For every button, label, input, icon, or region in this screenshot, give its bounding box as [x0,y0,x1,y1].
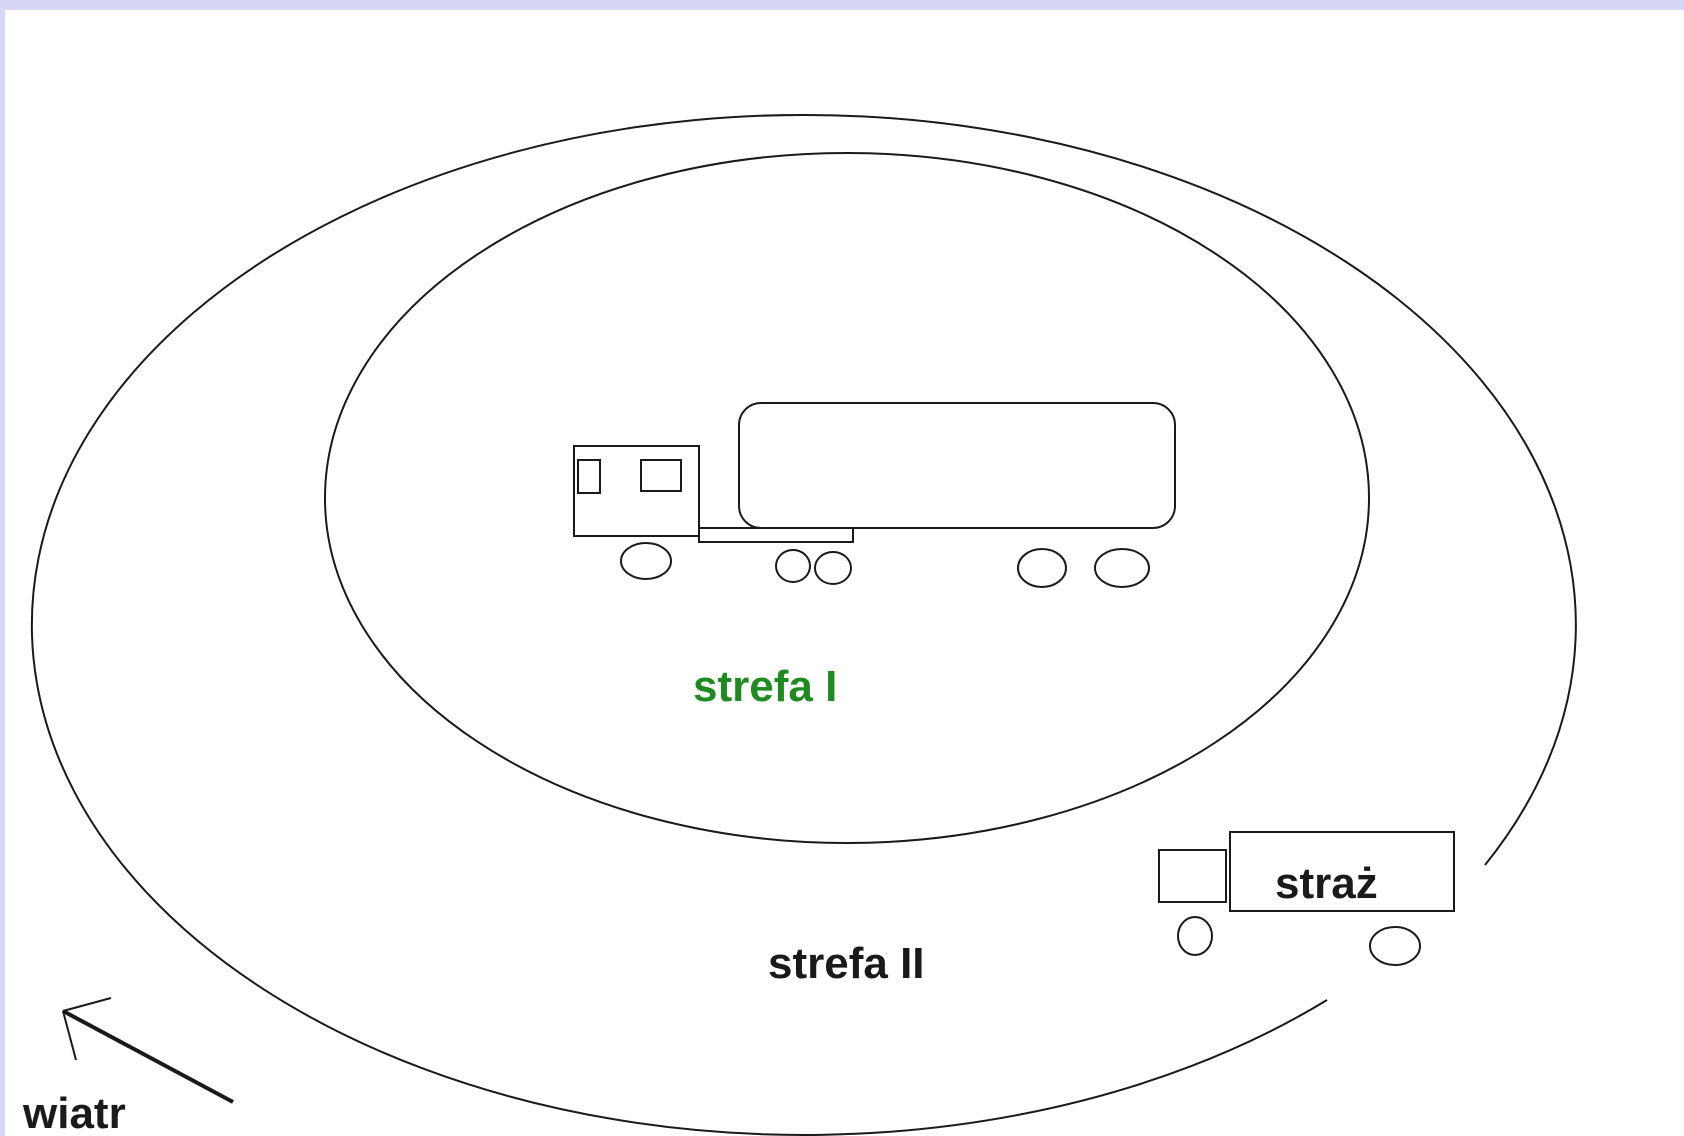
tanker-cab [573,445,700,537]
tanker-cab-window-left [577,459,601,494]
fire-truck-wheel [1369,926,1421,966]
wind-label: wiatr [22,1089,126,1136]
tanker-truck [573,402,1176,588]
tanker-wheel [1094,548,1150,588]
tanker-wheel [814,551,852,585]
fire-brigade-label: straż [1275,859,1378,908]
wind-arrow-head [62,997,112,1012]
tanker-tank [738,402,1176,529]
outer-zone-boundary [30,113,1577,1136]
tanker-cab-window-right [640,459,682,492]
tanker-wheel [1017,548,1067,588]
tanker-wheel [775,549,811,583]
zone-inner-label: strefa I [693,662,837,711]
tanker-chassis [698,527,854,543]
wind-arrow-head [62,1010,77,1061]
zone-diagram: strefa I strefa II straż wiatr [22,113,1577,1136]
fire-truck-wheel [1177,916,1213,956]
zone-outer-label: strefa II [768,939,925,988]
diagram-canvas: strefa I strefa II straż wiatr [5,10,1684,1136]
inner-zone-boundary [324,152,1370,844]
fire-truck-cab [1158,849,1227,903]
tanker-wheel [620,542,672,580]
fire-truck-body [1229,831,1455,912]
fire-truck [1158,831,1455,966]
wind-arrow [62,997,234,1104]
wind-arrow-shaft [62,1009,234,1104]
